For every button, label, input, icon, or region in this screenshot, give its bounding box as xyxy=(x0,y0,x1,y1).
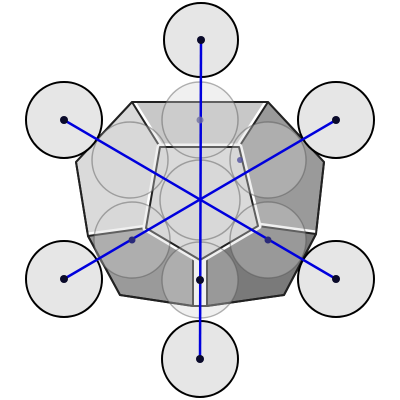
inner-lower-left-center-dot xyxy=(128,236,136,244)
outer-sphere-upper-right-center-dot xyxy=(332,116,340,124)
sphere-centers xyxy=(60,36,340,363)
inner-bottom-center-dot xyxy=(196,276,204,284)
inner-top-center-dot xyxy=(196,116,204,124)
dodecahedron-faces xyxy=(72,98,328,310)
outer-sphere-lower-left-center-dot xyxy=(60,275,68,283)
inner-lower-right-center-dot xyxy=(264,236,272,244)
outer-sphere-top-center-dot xyxy=(197,36,205,44)
symmetry-axes xyxy=(63,39,337,360)
outer-sphere-lower-right-center-dot xyxy=(332,275,340,283)
axis-diagonal-b xyxy=(63,118,337,281)
face-center xyxy=(145,146,259,261)
outer-sphere-bottom-center-dot xyxy=(196,355,204,363)
outer-sphere-upper-left-center-dot xyxy=(60,116,68,124)
inner-upper-right-center-dot xyxy=(237,157,243,163)
